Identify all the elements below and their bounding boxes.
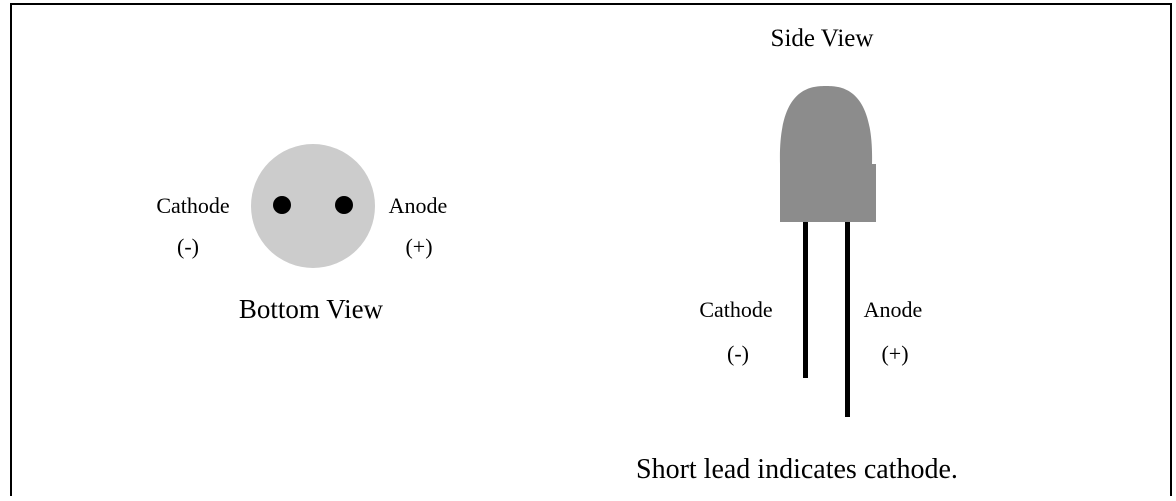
bottom-view-title: Bottom View: [239, 294, 384, 324]
bottom-cathode-sign: (-): [177, 234, 199, 259]
side-view: Side View Cathode (-) Anode (+) Short le…: [636, 25, 958, 485]
anode-pin: [335, 196, 353, 214]
cathode-lead: [803, 222, 808, 378]
side-anode-sign: (+): [881, 341, 908, 366]
bottom-anode-label: Anode: [389, 193, 448, 218]
anode-lead: [845, 222, 850, 417]
led-base-circle: [251, 144, 375, 268]
side-view-title: Side View: [771, 25, 874, 52]
side-cathode-label: Cathode: [699, 297, 772, 322]
diagram-border: [10, 3, 1172, 496]
side-cathode-sign: (-): [727, 341, 749, 366]
bottom-view: Cathode (-) Anode (+) Bottom View: [156, 144, 447, 324]
led-body: [779, 86, 876, 222]
side-anode-label: Anode: [864, 297, 923, 322]
bottom-cathode-label: Cathode: [156, 193, 229, 218]
cathode-pin: [273, 196, 291, 214]
bottom-anode-sign: (+): [405, 234, 432, 259]
side-view-caption: Short lead indicates cathode.: [636, 454, 958, 485]
